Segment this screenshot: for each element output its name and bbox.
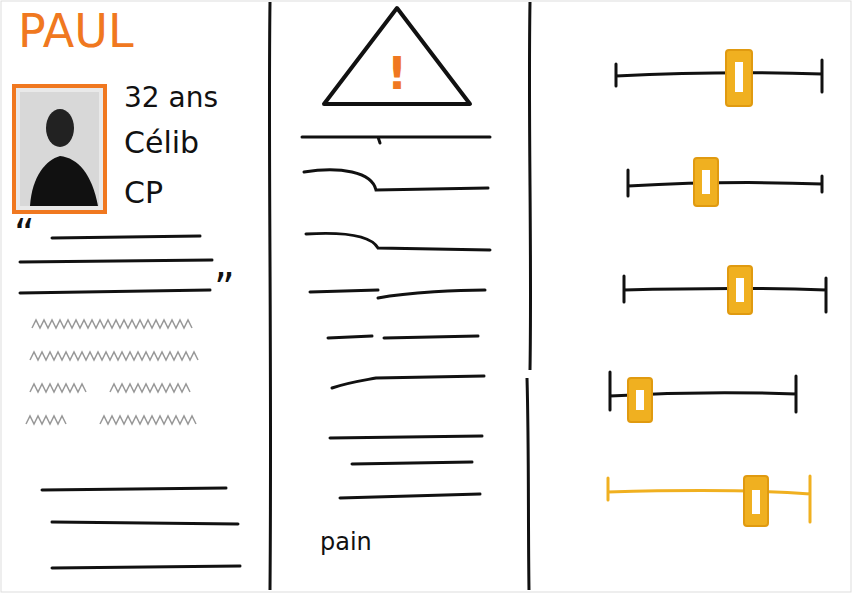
warning-triangle: !	[320, 4, 474, 108]
warning-mark: !	[320, 52, 474, 96]
column-divider	[527, 2, 531, 590]
pain-lines	[302, 137, 490, 498]
status-text: Célib	[124, 128, 199, 158]
grey-scribbles	[26, 320, 198, 424]
slider-scales	[608, 60, 826, 522]
age-text: 32 ans	[124, 84, 218, 112]
portrait-photo	[14, 86, 105, 212]
slider-handle-marks	[636, 62, 760, 514]
text-lines	[42, 488, 240, 568]
slider-handles	[628, 50, 768, 526]
quote-mark: “	[14, 214, 35, 254]
column-divider	[269, 2, 270, 590]
persona-name: PAUL	[18, 8, 134, 54]
quote-lines	[20, 236, 212, 293]
quote-mark: ”	[214, 268, 235, 308]
pain-heading: pain	[320, 530, 372, 554]
location-text: CP	[124, 178, 163, 208]
